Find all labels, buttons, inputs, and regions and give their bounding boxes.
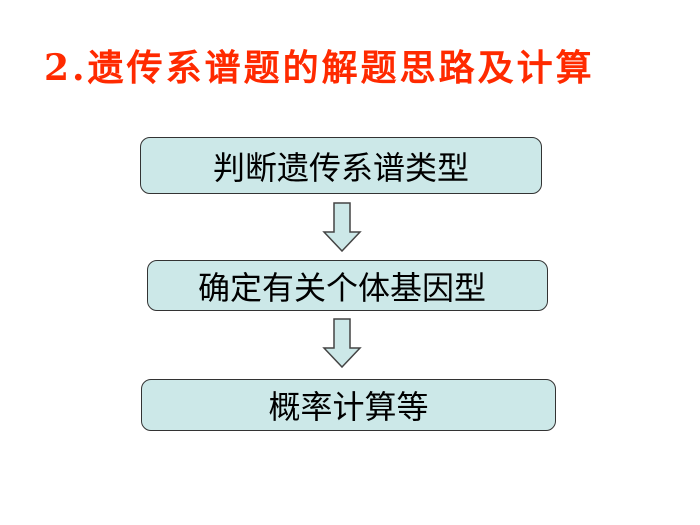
slide-title: 2.遗传系谱题的解题思路及计算 (44, 47, 595, 89)
flow-step-3-label: 概率计算等 (268, 388, 429, 426)
flow-step-2-label: 确定有关个体基因型 (198, 268, 487, 307)
down-arrow-icon (322, 318, 362, 368)
flow-step-1-label: 判断遗传系谱类型 (213, 148, 470, 187)
flow-step-3: 概率计算等 (141, 379, 556, 431)
down-arrow-icon (322, 202, 362, 252)
flow-step-1: 判断遗传系谱类型 (140, 137, 542, 194)
flow-step-2: 确定有关个体基因型 (147, 260, 548, 311)
